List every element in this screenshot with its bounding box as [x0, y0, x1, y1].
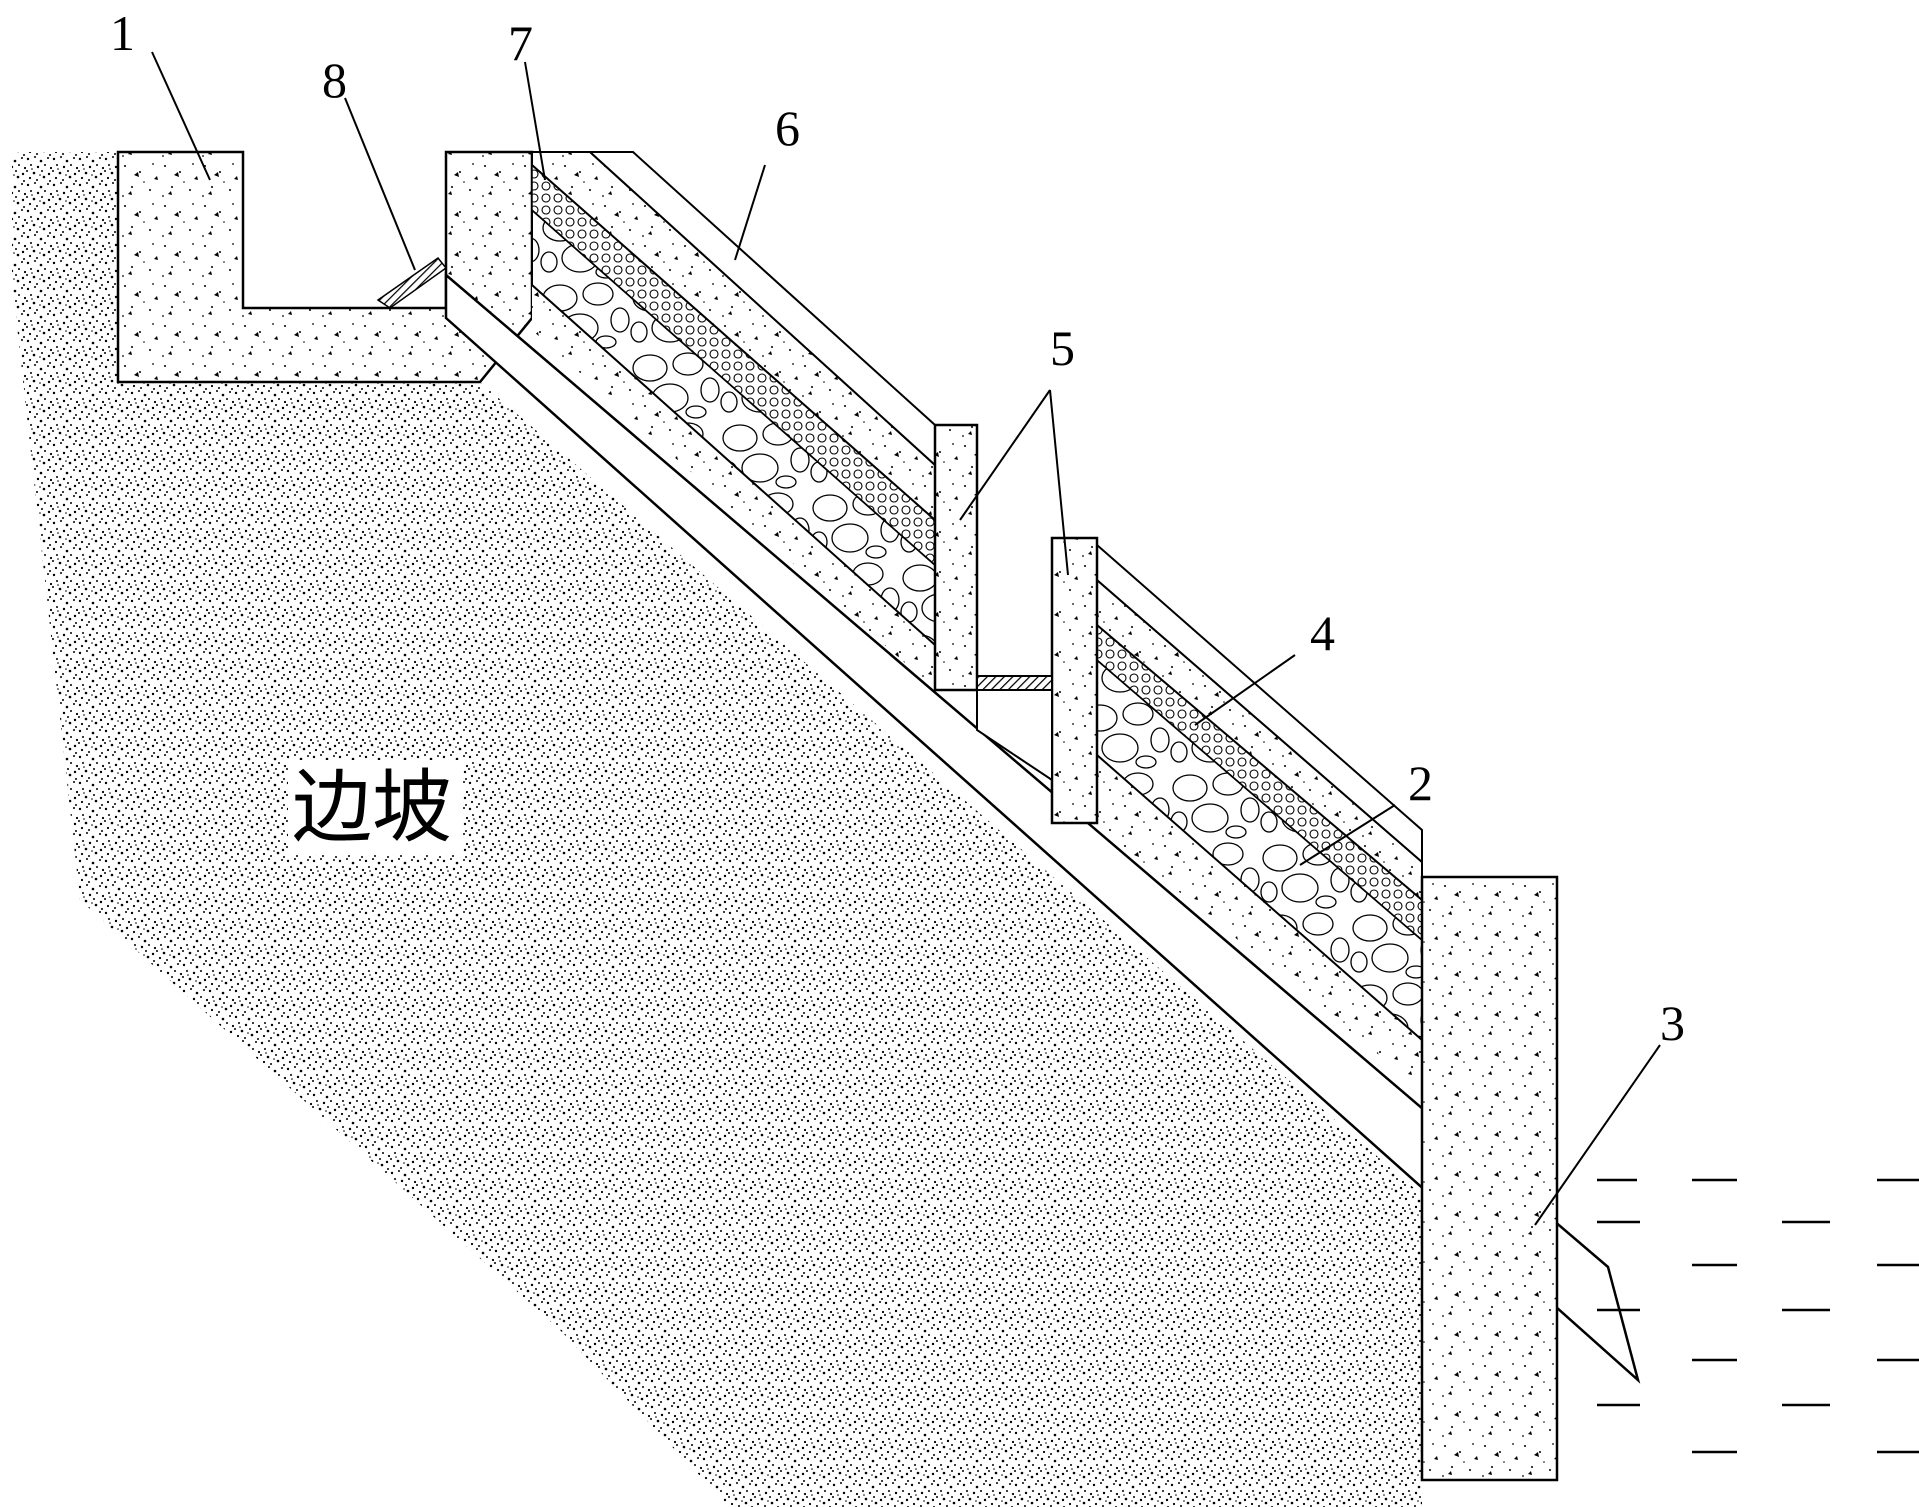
drainage-pipe [444, 272, 1641, 1384]
toe-retaining-wall [1420, 875, 1559, 1482]
callout-1: 1 [110, 5, 135, 61]
callout-4: 4 [1310, 605, 1335, 661]
callout-6: 6 [775, 100, 800, 156]
callout-5: 5 [1050, 320, 1075, 376]
ditch-waterstop [376, 256, 448, 309]
slope-label-backing [288, 760, 463, 855]
callout-8: 8 [322, 52, 347, 108]
drop-wall-lower [1050, 536, 1099, 825]
callout-2: 2 [1408, 755, 1433, 811]
slope-soil [12, 152, 1422, 1507]
top-ditch-concrete [116, 150, 534, 384]
drop-wall-upper [933, 423, 979, 692]
water-body [1597, 1178, 1919, 1454]
leader-lines [151, 51, 1661, 1226]
callout-3: 3 [1660, 995, 1685, 1051]
slope-label: 边坡 [292, 761, 452, 854]
callout-7: 7 [508, 15, 533, 71]
drop-well-seal [976, 675, 1053, 691]
